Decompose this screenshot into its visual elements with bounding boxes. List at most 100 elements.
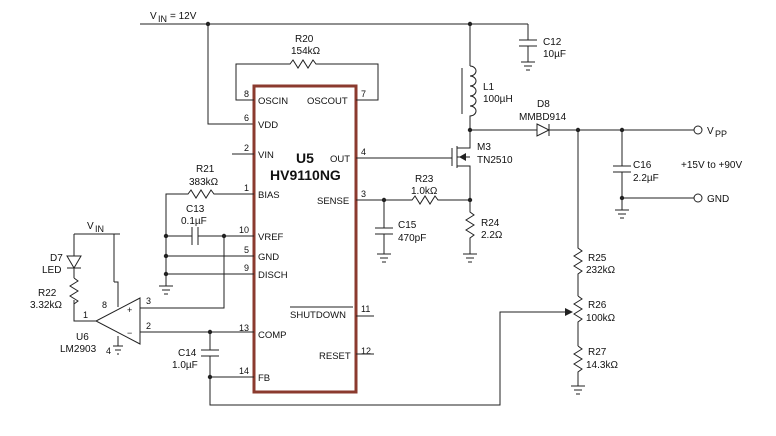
svg-text:PP: PP [715,129,727,139]
c15-value: 470pF [398,233,426,244]
r23-ref: R23 [415,174,434,185]
svg-text:= 12V: = 12V [170,11,197,22]
d7-value: LED [42,265,61,276]
junction-dot [207,329,213,335]
junction-dot [163,253,169,259]
fb-return-wire [209,308,573,406]
svg-text:V: V [707,126,714,137]
pin-num-10: 10 [239,225,249,235]
l1-ref: L1 [483,82,495,93]
output-range-label: +15V to +90V [681,160,742,171]
hv9110-chip-body [252,84,358,394]
r20-ref: R20 [295,34,314,45]
pin-name-vin: VIN [258,150,274,161]
u6-pin-4: 4 [106,346,111,356]
r21-value: 383kΩ [189,177,219,188]
r27-resistor [571,345,585,395]
r22-resistor [69,277,79,305]
c13-value: 0.1µF [181,216,207,227]
gnd-terminal-label: GND [707,194,729,205]
pin-num-2: 2 [244,143,249,153]
svg-text:IN: IN [158,14,167,24]
c16-capacitor [613,130,631,219]
m3-value: TN2510 [477,155,513,166]
r20-value: 154kΩ [291,46,321,57]
pin-name-vref: VREF [258,232,284,243]
pin-name-bias: BIAS [258,190,280,201]
l1-inductor [469,65,477,130]
r27-value: 14.3kΩ [586,360,618,371]
chip-part: HV9110NG [270,167,341,183]
r24-value: 2.2Ω [481,230,503,241]
c15-ref: C15 [398,220,417,231]
u6-value: LM2903 [60,344,97,355]
c13-ref: C13 [186,204,205,215]
r25-ref: R25 [588,253,607,264]
pin-name-shutdown: SHUTDOWN [290,310,346,321]
c14-capacitor [201,332,219,377]
junction-dot [619,195,625,201]
ground-symbol [159,285,173,295]
u6-pin-1: 1 [83,310,88,320]
u6-minus-sign: − [127,328,132,338]
r20-resistor [235,59,379,101]
pin-num-9: 9 [244,263,249,273]
pin-num-1: 1 [244,183,249,193]
junction-dot [163,271,169,277]
pin-name-fb: FB [258,373,270,384]
vpp-label: V PP [707,126,727,139]
r25-resistor [573,130,583,296]
r23-resistor [356,195,470,205]
pin-num-12: 12 [361,346,371,356]
vpp-terminal [693,125,703,135]
pin-name-out: OUT [330,154,350,165]
pin-name-disch: DISCH [258,270,288,281]
vdd-wire [207,24,254,125]
r23-value: 1.0kΩ [411,186,438,197]
svg-text:V: V [87,221,94,232]
r22-ref: R22 [38,288,57,299]
junction-dot [163,233,169,239]
u6-ref: U6 [76,332,89,343]
pin-stubs [232,153,374,355]
junction-dot [221,233,227,239]
c14-value: 1.0µF [172,360,198,371]
l1-value: 100µH [483,94,513,105]
c12-capacitor [519,24,537,71]
d8-value: MMBD914 [519,112,567,123]
local-vin-label: V IN [87,221,104,234]
c12-value: 10µF [543,49,566,60]
pin-name-reset: RESET [319,351,351,362]
pin-num-6: 6 [244,113,249,123]
pin-name-comp: COMP [258,330,287,341]
pin-name-oscin: OSCIN [258,96,288,107]
d8-diode [531,123,694,137]
u6-plus-sign: + [127,305,132,315]
pin-num-3: 3 [361,189,366,199]
m3-ref: M3 [477,142,491,153]
m3-mosfet [356,130,471,196]
r26-value: 100kΩ [586,313,616,324]
pin-num-14: 14 [239,366,249,376]
u6-comparator [73,281,254,355]
c12-ref: C12 [543,37,562,48]
gnd-disch-wire [166,255,254,275]
vref-comparator-wire [140,236,225,309]
pin-name-oscout: OSCOUT [307,96,348,107]
c14-ref: C14 [178,348,197,359]
r21-resistor [165,189,254,286]
u6-pin-8: 8 [102,300,107,310]
pin-num-4: 4 [361,147,366,157]
r22-value: 3.32kΩ [30,300,62,311]
u6-pin-3: 3 [146,296,151,306]
gnd-terminal [693,193,703,203]
svg-text:V: V [150,11,157,22]
r26-potentiometer [573,295,583,346]
junction-dot [207,374,213,380]
pin-num-7: 7 [361,89,366,99]
pin-name-vdd: VDD [258,120,278,131]
svg-text:IN: IN [95,224,104,234]
pin-num-11: 11 [361,304,370,314]
pin-num-8: 8 [244,89,249,99]
